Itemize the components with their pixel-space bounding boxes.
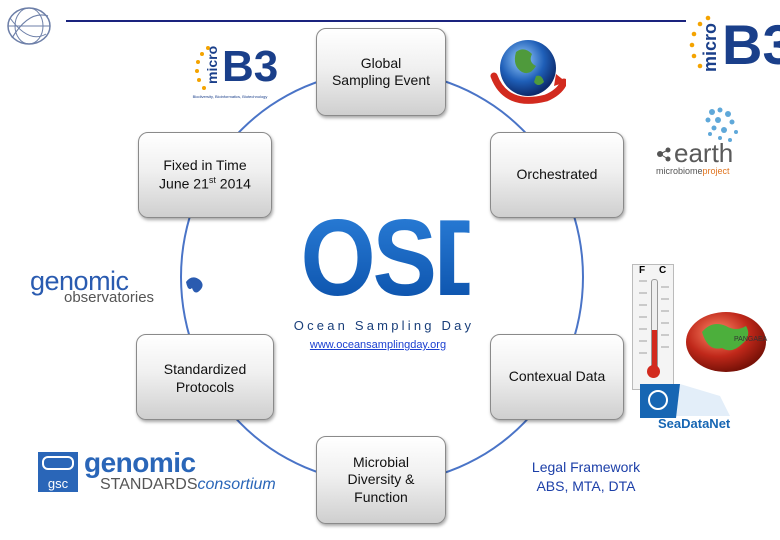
emblem-icon [7,7,51,45]
gsc-logo: gsc genomic STANDARDSconsortium [38,448,288,496]
pangaea-logo: PANGAEA [684,310,770,374]
node-standardized-protocols: Standardized Protocols [136,334,274,420]
dotted-globe-icon [705,107,738,142]
legal-line: ABS, MTA, DTA [536,478,636,494]
osd-website-link[interactable]: www.oceansamplingday.org [309,339,447,351]
thermometer-scale [639,280,669,354]
node-date: June 21st 2014 [159,174,251,192]
node-contextual-data: Contexual Data [490,334,624,420]
island-icon [186,277,203,293]
thermometer-image: F C [632,264,674,390]
node-label: Diversity & [347,471,415,488]
pangaea-globe-icon [686,312,766,372]
node-fixed-in-time: Fixed in Time June 21st 2014 [138,132,272,218]
node-label: Protocols [175,378,235,395]
top-divider [66,20,686,22]
node-label: Orchestrated [516,166,598,183]
gsc-subtitle: STANDARDSconsortium [100,476,276,493]
globe-arrow-icon [490,40,566,104]
osd-subtitle: Ocean Sampling Day [293,318,475,333]
legal-framework-text: Legal Framework ABS, MTA, DTA [520,458,652,496]
seadatanet-logo: SeaDataNet [636,382,734,434]
node-orchestrated: Orchestrated [490,132,624,218]
node-label: Standardized [163,361,247,377]
node-label: Microbial [352,453,409,470]
micro-b3-logo-right: micro B3 [686,12,780,88]
node-global-sampling-event: Global Sampling Event [316,28,446,116]
molecule-icon [657,147,671,162]
earth-subtitle: microbiomeproject [656,166,730,176]
node-label: Contexual Data [508,368,606,385]
legal-line: Legal Framework [531,459,641,475]
genomic-observatories-logo: genomic observatories [30,266,203,306]
seadatanet-flag-icon [640,384,730,418]
earth-microbiome-logo: earth microbiomeproject [652,104,756,178]
star-ring-icon [689,15,711,69]
star-ring-icon [195,46,210,90]
node-label: Fixed in Time [163,157,247,174]
node-microbial-diversity: Microbial Diversity & Function [316,436,446,524]
node-label: Global [360,54,402,71]
osd-logo: OSD [300,197,504,319]
gsc-badge: gsc [38,452,78,492]
node-label: Function [354,488,408,505]
node-label: Sampling Event [331,72,431,88]
micro-b3-logo: micro B3 Biodiversity, Bioinformatics, B… [190,40,279,104]
